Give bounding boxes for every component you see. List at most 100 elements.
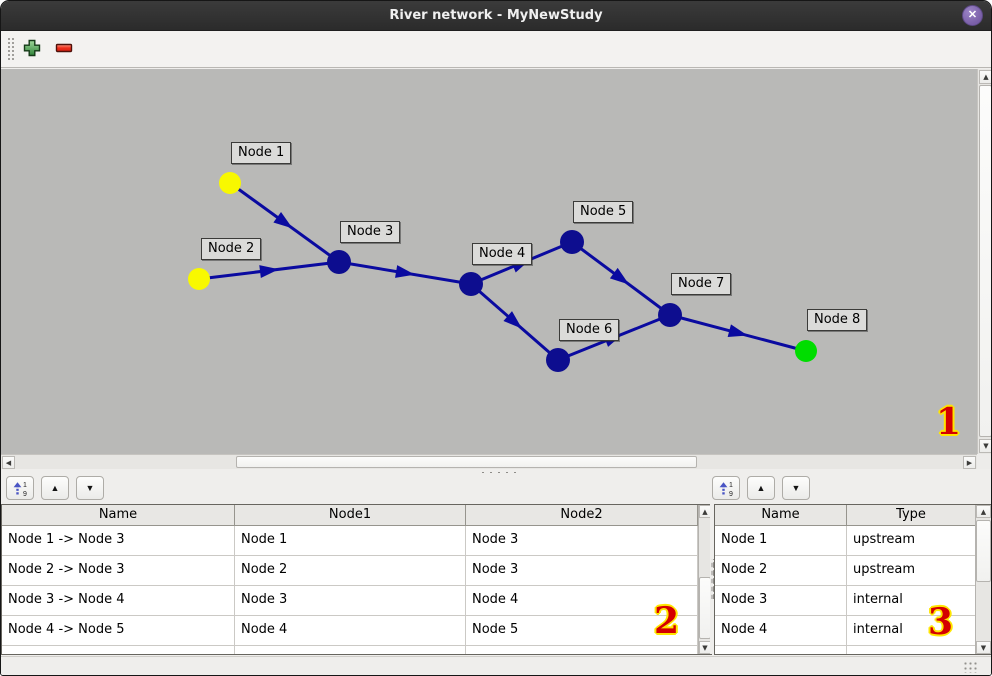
table-cell[interactable]: Node 3 bbox=[235, 586, 466, 615]
canvas-hscrollbar[interactable]: ◀ ▶ bbox=[1, 454, 977, 469]
column-header[interactable]: Node1 bbox=[235, 505, 466, 525]
column-header[interactable]: Name bbox=[2, 505, 235, 525]
hscroll-thumb[interactable] bbox=[236, 456, 697, 468]
table-cell bbox=[715, 646, 847, 654]
node-label[interactable]: Node 8 bbox=[807, 309, 868, 331]
flow-arrow-icon bbox=[273, 211, 293, 229]
node-table-scrollbar[interactable]: ▲ ▼ bbox=[975, 505, 991, 654]
minus-icon bbox=[55, 43, 73, 53]
node-label[interactable]: Node 3 bbox=[340, 221, 401, 243]
table-cell[interactable]: Node 4 -> Node 5 bbox=[2, 616, 235, 645]
sort-button[interactable]: 1 9 bbox=[712, 476, 740, 500]
column-header[interactable]: Node2 bbox=[466, 505, 698, 525]
table-cell[interactable]: upstream bbox=[847, 526, 976, 555]
splitter-grip bbox=[477, 470, 517, 473]
flow-arrow-icon bbox=[259, 265, 279, 279]
table-cell[interactable]: Node 2 -> Node 3 bbox=[2, 556, 235, 585]
scroll-left-button[interactable]: ◀ bbox=[2, 456, 15, 469]
column-header[interactable]: Name bbox=[715, 505, 847, 525]
move-up-button[interactable]: ▲ bbox=[41, 476, 69, 500]
resize-grip-icon[interactable] bbox=[963, 661, 978, 673]
toolbar-drag-handle[interactable] bbox=[7, 37, 15, 62]
table-cell[interactable]: internal bbox=[847, 586, 976, 615]
node-node-7[interactable] bbox=[658, 303, 682, 327]
reach-table-toolbar: 1 9 ▲ ▼ bbox=[6, 474, 104, 502]
table-cell[interactable]: Node 2 bbox=[235, 556, 466, 585]
table-cell[interactable]: Node 1 bbox=[715, 526, 847, 555]
table-cell[interactable]: Node 5 bbox=[466, 616, 698, 645]
table-cell[interactable]: Node 4 bbox=[715, 616, 847, 645]
table-cell[interactable]: Node 3 -> Node 4 bbox=[2, 586, 235, 615]
triangle-up-icon: ▲ bbox=[980, 508, 987, 516]
scroll-down-button[interactable]: ▼ bbox=[976, 641, 991, 654]
scroll-right-button[interactable]: ▶ bbox=[963, 456, 976, 469]
scroll-down-button[interactable]: ▼ bbox=[979, 439, 991, 453]
flow-arrow-icon bbox=[609, 267, 630, 285]
canvas-vscrollbar[interactable]: ▲ ▼ bbox=[977, 69, 991, 454]
scroll-thumb[interactable] bbox=[976, 520, 991, 582]
table-cell[interactable]: Node 1 -> Node 3 bbox=[2, 526, 235, 555]
horizontal-splitter[interactable] bbox=[1, 469, 991, 474]
table-cell[interactable]: Node 4 bbox=[466, 586, 698, 615]
table-cell[interactable]: internal bbox=[847, 616, 976, 645]
move-up-button[interactable]: ▲ bbox=[747, 476, 775, 500]
table-cell[interactable]: Node 1 bbox=[235, 526, 466, 555]
reach-table-scrollbar[interactable]: ▲ ▼ bbox=[698, 505, 711, 654]
table-cell[interactable]: Node 2 bbox=[715, 556, 847, 585]
table-cell[interactable]: Node 4 bbox=[235, 616, 466, 645]
table-cell[interactable]: Node 3 bbox=[466, 556, 698, 585]
triangle-right-icon: ▶ bbox=[966, 459, 973, 467]
status-bar bbox=[1, 656, 991, 675]
table-cell[interactable]: Node 3 bbox=[466, 526, 698, 555]
node-label[interactable]: Node 7 bbox=[671, 273, 732, 295]
table-cell bbox=[2, 646, 235, 654]
close-button[interactable]: ✕ bbox=[962, 5, 983, 26]
table-cell[interactable]: Node 3 bbox=[715, 586, 847, 615]
node-label[interactable]: Node 2 bbox=[201, 238, 262, 260]
node-node-1[interactable] bbox=[219, 172, 241, 194]
svg-text:9: 9 bbox=[729, 491, 733, 497]
scroll-up-button[interactable]: ▲ bbox=[979, 70, 991, 84]
close-icon: ✕ bbox=[967, 9, 978, 21]
remove-node-button[interactable] bbox=[52, 38, 76, 60]
node-node-6[interactable] bbox=[546, 348, 570, 372]
sort-button[interactable]: 1 9 bbox=[6, 476, 34, 500]
column-header[interactable]: Type bbox=[847, 505, 976, 525]
node-label[interactable]: Node 6 bbox=[559, 319, 620, 341]
node-label[interactable]: Node 4 bbox=[472, 243, 533, 265]
triangle-left-icon: ◀ bbox=[5, 459, 12, 467]
triangle-up-icon: ▲ bbox=[983, 73, 989, 81]
node-node-8[interactable] bbox=[795, 340, 817, 362]
node-node-4[interactable] bbox=[459, 272, 483, 296]
node-label[interactable]: Node 1 bbox=[231, 142, 292, 164]
node-label[interactable]: Node 5 bbox=[573, 201, 634, 223]
scroll-up-button[interactable]: ▲ bbox=[976, 505, 991, 518]
table-cell[interactable]: upstream bbox=[847, 556, 976, 585]
triangle-down-icon: ▼ bbox=[85, 483, 95, 493]
move-down-button[interactable]: ▼ bbox=[76, 476, 104, 500]
add-node-button[interactable] bbox=[20, 38, 44, 60]
node-node-5[interactable] bbox=[560, 230, 584, 254]
move-down-button[interactable]: ▼ bbox=[782, 476, 810, 500]
flow-arrow-icon bbox=[727, 324, 748, 337]
vscroll-thumb[interactable] bbox=[979, 85, 991, 437]
node-node-2[interactable] bbox=[188, 268, 210, 290]
titlebar[interactable]: River network - MyNewStudy ✕ bbox=[1, 1, 991, 31]
network-canvas[interactable]: Node 1 Node 2 Node 3 Node 4 Node 5 Node 6 Node… bbox=[1, 69, 977, 454]
triangle-up-icon: ▲ bbox=[756, 483, 766, 493]
vertical-splitter[interactable] bbox=[710, 504, 715, 654]
node-node-3[interactable] bbox=[327, 250, 351, 274]
sort-ascending-icon: 1 9 bbox=[13, 482, 27, 497]
